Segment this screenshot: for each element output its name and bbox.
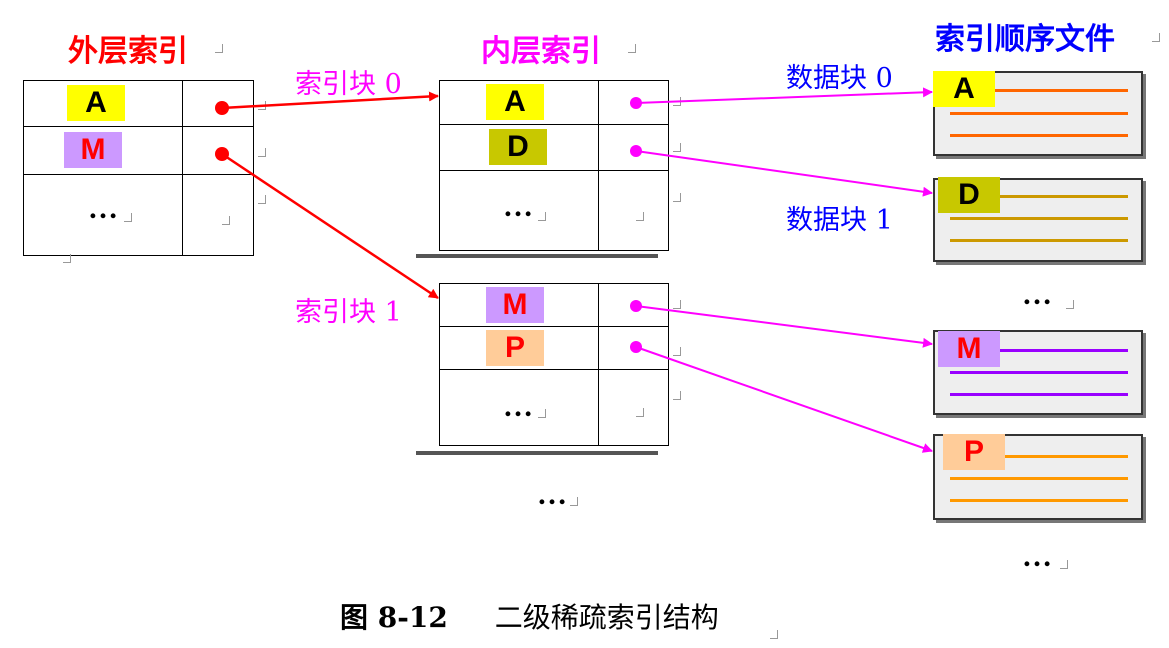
inner-pointer-p — [635, 346, 933, 453]
index-block-0-label: 索引块 0 — [295, 69, 402, 100]
inner-pointer-a — [635, 87, 933, 104]
data-key-m: M — [938, 331, 1000, 367]
inner-pointer-d — [635, 150, 933, 197]
figure-caption: 图 8-12 二级稀疏索引结构 — [340, 596, 719, 636]
inner-dot-a — [630, 97, 642, 109]
outer-index-title: 外层索引 — [68, 34, 188, 69]
inner-key-a: A — [486, 84, 544, 120]
inner-block-1-base — [416, 451, 658, 455]
index-sequential-file-title: 索引顺序文件 — [935, 22, 1115, 57]
inner-index-block-1 — [439, 283, 669, 446]
inner-key-d: D — [489, 129, 547, 165]
inner-key-m: M — [486, 287, 544, 323]
data-block-1-label: 数据块 1 — [786, 205, 893, 236]
inner-block-0-base — [416, 254, 658, 258]
data-blocks-ellipsis-1: … — [1022, 278, 1052, 311]
index-block-1-label: 索引块 1 — [295, 297, 402, 328]
inner-dot-p — [630, 341, 642, 353]
outer-pointer-a — [221, 91, 439, 110]
data-block-0-label: 数据块 0 — [786, 63, 893, 94]
data-blocks-ellipsis-2: … — [1022, 540, 1052, 573]
figure-title: 二级稀疏索引结构 — [494, 601, 719, 634]
data-key-a: A — [933, 71, 995, 107]
inner-pointer-m — [635, 305, 933, 348]
outer-dot-a — [215, 101, 229, 115]
data-key-p: P — [943, 434, 1005, 470]
outer-ellipsis: … — [88, 192, 118, 225]
outer-key-a: A — [67, 85, 125, 121]
inner-dot-d — [630, 145, 642, 157]
data-key-d: D — [938, 177, 1000, 213]
outer-pointer-m — [221, 152, 439, 300]
inner-index-title: 内层索引 — [481, 34, 601, 69]
inner-index-block-0 — [439, 80, 669, 251]
inner-key-p: P — [486, 330, 544, 366]
outer-key-m: M — [64, 132, 122, 168]
inner-block-0-ellipsis: … — [503, 190, 533, 223]
inner-blocks-ellipsis: … — [537, 478, 567, 511]
inner-block-1-ellipsis: … — [503, 390, 533, 423]
outer-dot-m — [215, 147, 229, 161]
figure-number: 图 8-12 — [340, 601, 448, 634]
inner-dot-m — [630, 300, 642, 312]
